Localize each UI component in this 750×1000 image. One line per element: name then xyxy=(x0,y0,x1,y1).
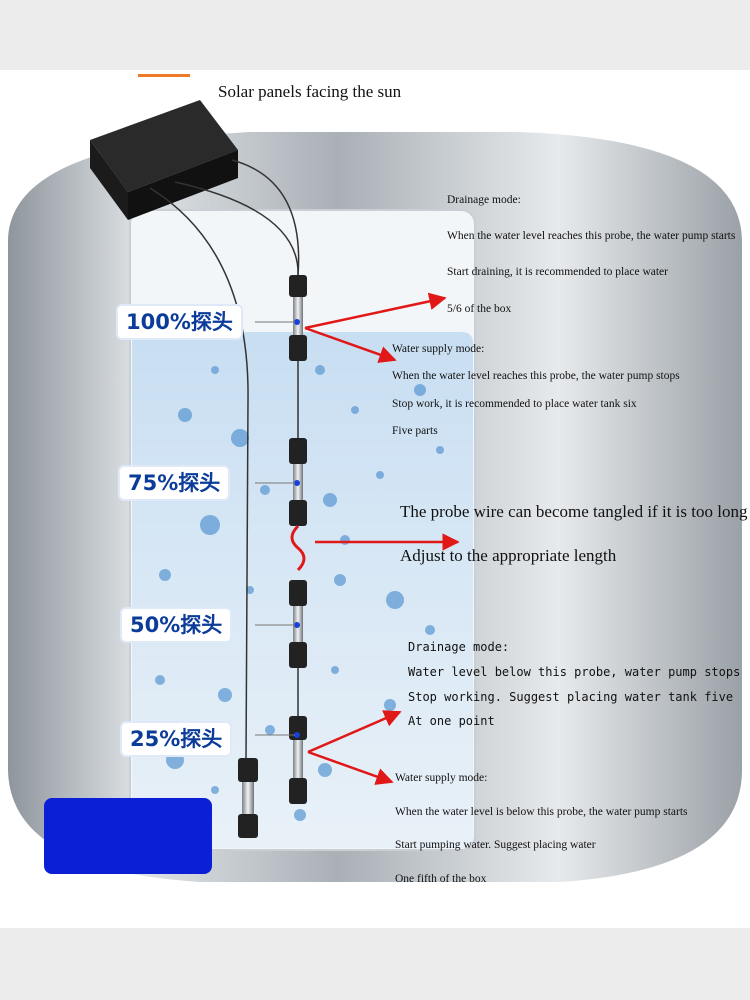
note-top-drainage-heading: Drainage mode: xyxy=(447,194,521,206)
probe-badge-25: 25%探头 xyxy=(122,723,230,755)
diagram-stage: Solar panels facing the sun 100%探头 75%探头… xyxy=(0,70,750,928)
note-bottom-supply-line: When the water level is below this probe… xyxy=(395,806,688,818)
note-lower-drainage-line: Stop working. Suggest placing water tank… xyxy=(408,690,733,704)
note-top-drainage-line: When the water level reaches this probe,… xyxy=(447,230,735,242)
note-tangle-line1: The probe wire can become tangled if it … xyxy=(400,502,747,522)
note-bottom-supply-line: One fifth of the box xyxy=(395,873,486,885)
note-top-supply-heading: Water supply mode: xyxy=(392,343,484,355)
note-bottom-supply-heading: Water supply mode: xyxy=(395,772,487,784)
note-bottom-supply-line: Start pumping water. Suggest placing wat… xyxy=(395,839,596,851)
probe-badge-50: 50%探头 xyxy=(122,609,230,641)
probe-badge-100: 100%探头 xyxy=(118,306,241,338)
note-top-drainage-line: 5/6 of the box xyxy=(447,303,511,315)
title: Solar panels facing the sun xyxy=(218,82,401,102)
note-lower-drainage-line: Water level below this probe, water pump… xyxy=(408,665,740,679)
note-lower-drainage-line: At one point xyxy=(408,714,495,728)
note-top-drainage-line: Start draining, it is recommended to pla… xyxy=(447,266,668,278)
probe-badge-75: 75%探头 xyxy=(120,467,228,499)
note-top-supply-line: Five parts xyxy=(392,425,438,437)
note-top-supply-line: Stop work, it is recommended to place wa… xyxy=(392,398,637,410)
note-lower-drainage-heading: Drainage mode: xyxy=(408,640,509,654)
tank-illustration xyxy=(0,70,750,928)
note-tangle-line2: Adjust to the appropriate length xyxy=(400,546,616,566)
note-top-supply-line: When the water level reaches this probe,… xyxy=(392,370,680,382)
blue-box xyxy=(44,798,212,874)
